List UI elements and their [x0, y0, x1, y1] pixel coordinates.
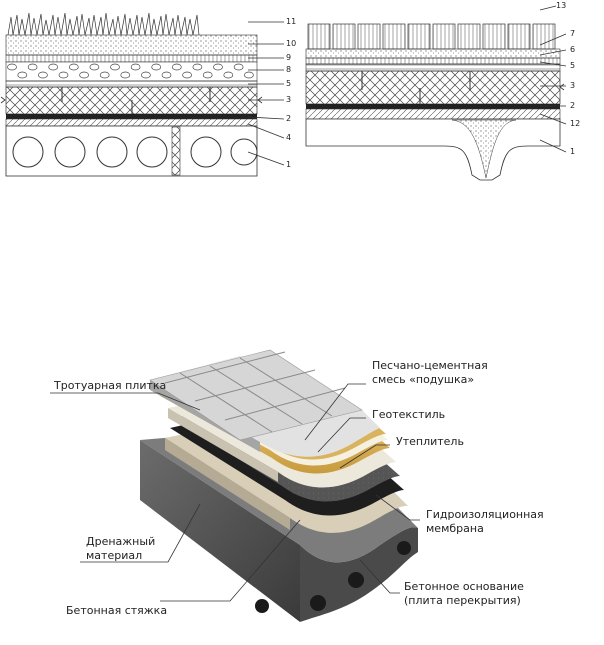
label-geotextile: Геотекстиль	[372, 408, 445, 421]
pebble	[89, 63, 100, 71]
paving-block	[357, 23, 381, 50]
pebble	[130, 63, 141, 71]
right-num-3: 3	[570, 81, 575, 90]
paving-block	[507, 23, 531, 50]
paving-block	[482, 23, 506, 50]
pebble	[17, 71, 28, 79]
paving-blocks	[307, 23, 556, 50]
pebble	[213, 63, 223, 71]
iso-leaders	[50, 383, 420, 602]
screed-layer-r	[305, 108, 561, 120]
membrane-layer	[6, 114, 257, 119]
label-membrane-1: Гидроизоляционная	[426, 508, 544, 521]
sand-bed-layer	[305, 48, 561, 59]
screed-layer	[5, 118, 258, 127]
paving-block	[532, 23, 556, 50]
paving-block	[332, 23, 356, 50]
right-num-7: 7	[570, 29, 575, 38]
grass-layer	[6, 12, 257, 36]
isometric-cutaway: Тротуарная плитка Песчано-цементная смес…	[50, 349, 544, 622]
right-layer-numbers: 13 7 6 5 3 2 12 1	[556, 1, 580, 156]
membrane-layer-r	[306, 104, 560, 109]
right-num-2: 2	[570, 101, 575, 110]
paving-top-iso	[149, 349, 380, 457]
pebble	[79, 71, 89, 79]
paving-block	[382, 23, 406, 50]
pebble	[223, 71, 234, 79]
left-section-drawing: 11 10 9 8 5 3 2 4 1	[0, 12, 296, 177]
label-drainage-2: материал	[86, 549, 142, 562]
left-num-10: 10	[286, 39, 296, 48]
insulation-layer-r	[305, 70, 565, 105]
pebble	[141, 71, 151, 79]
left-num-1: 1	[286, 160, 291, 169]
insulation-layer	[0, 86, 263, 115]
left-layer-numbers: 11 10 9 8 5 3 2 4 1	[286, 17, 296, 169]
pebble	[27, 63, 38, 71]
pebble	[110, 63, 120, 71]
hollow-slab	[5, 125, 258, 177]
gravel-layer	[5, 61, 258, 82]
right-num-12: 12	[570, 119, 580, 128]
left-num-3: 3	[286, 95, 291, 104]
geotextile-layer-r	[305, 57, 561, 65]
right-num-6: 6	[570, 45, 575, 54]
ribbed-slab	[305, 118, 561, 181]
left-leaders	[247, 21, 285, 166]
left-num-4: 4	[286, 133, 291, 142]
left-num-9: 9	[286, 53, 291, 62]
pebble	[120, 71, 131, 79]
pebble	[233, 63, 244, 71]
paving-block	[432, 23, 456, 50]
pebble	[58, 71, 69, 79]
pebble	[244, 71, 254, 79]
right-leaders	[539, 5, 567, 153]
pebble	[202, 71, 213, 79]
right-num-1: 1	[570, 147, 575, 156]
geotextile-layer	[5, 54, 258, 63]
pebble	[192, 63, 203, 71]
paving-block	[407, 23, 431, 50]
right-num-13: 13	[556, 1, 566, 10]
left-num-11: 11	[286, 17, 296, 26]
left-num-5: 5	[286, 79, 291, 88]
pebble	[151, 63, 162, 71]
right-num-5: 5	[570, 61, 575, 70]
left-num-8: 8	[286, 65, 291, 74]
separation-layer-r	[305, 63, 561, 72]
separation-layer	[5, 80, 258, 88]
pebble	[7, 63, 17, 71]
label-sand-cement-1: Песчано-цементная	[372, 359, 488, 372]
paving-block	[307, 23, 331, 50]
pebble	[182, 71, 192, 79]
label-paving-tiles: Тротуарная плитка	[53, 379, 166, 392]
pebble	[68, 63, 79, 71]
label-insulation: Утеплитель	[396, 435, 464, 448]
left-num-2: 2	[286, 114, 291, 123]
pebble	[99, 71, 110, 79]
pebble	[161, 71, 172, 79]
label-membrane-2: мембрана	[426, 522, 484, 535]
label-base-1: Бетонное основание	[404, 580, 524, 593]
label-screed: Бетонная стяжка	[66, 604, 167, 617]
paving-block	[457, 23, 481, 50]
right-section-drawing: 13 7 6 5 3 2 12 1	[305, 1, 580, 181]
label-drainage-1: Дренажный	[86, 535, 155, 548]
pebble	[171, 63, 182, 71]
label-sand-cement-2: смесь «подушка»	[372, 373, 474, 386]
label-base-2: (плита перекрытия)	[404, 594, 521, 607]
pebble	[38, 71, 48, 79]
pebble	[48, 63, 59, 71]
soil-layer	[5, 34, 258, 56]
